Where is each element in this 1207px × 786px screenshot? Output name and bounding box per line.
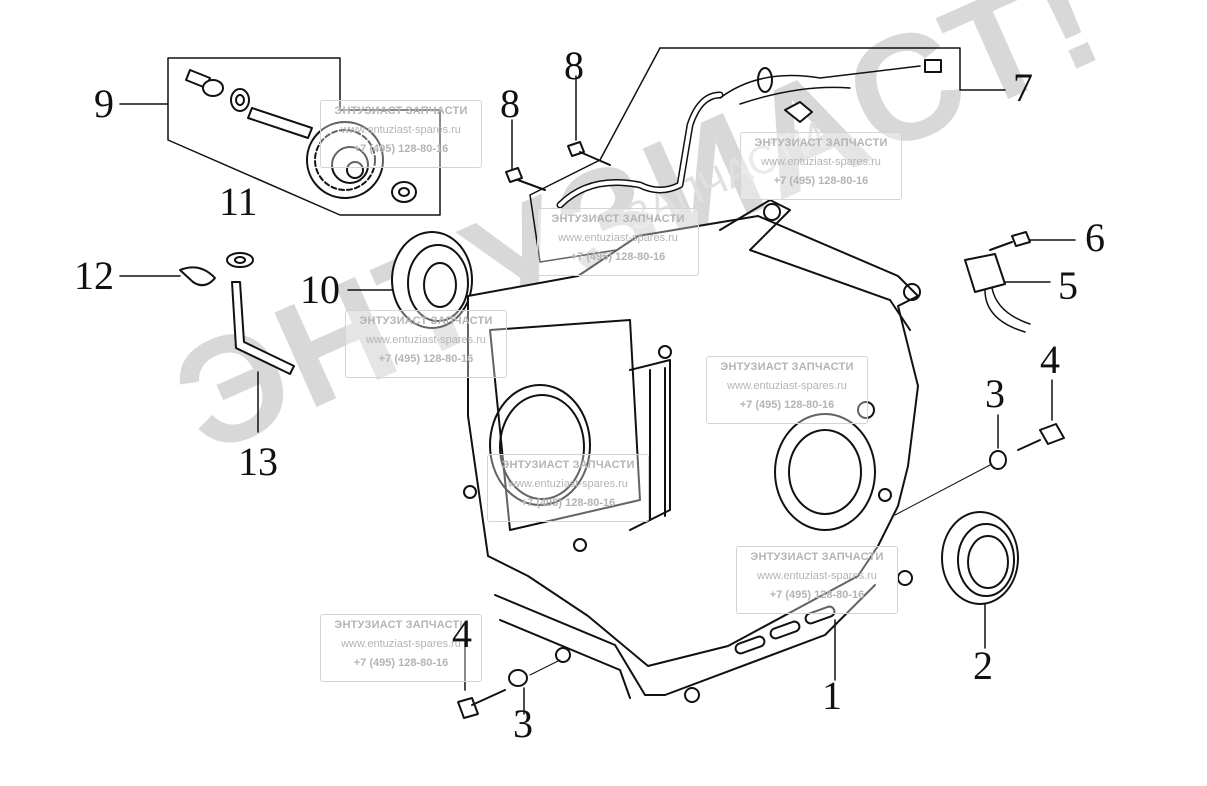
callout-8: 8 — [500, 81, 520, 126]
washer-bolt-left — [457, 639, 561, 719]
clip-12 — [179, 266, 216, 287]
callout-3: 3 — [513, 701, 533, 746]
callout-3: 3 — [985, 371, 1005, 416]
callout-10: 10 — [300, 267, 340, 312]
bolt-8a — [567, 75, 611, 166]
callout-1: 1 — [822, 673, 842, 718]
callout-12: 12 — [74, 253, 114, 298]
governor-arm-13 — [231, 281, 295, 375]
governor-gear-assembly — [119, 57, 441, 216]
crankcase-1 — [463, 199, 921, 703]
callout-8: 8 — [564, 43, 584, 88]
callout-4: 4 — [452, 611, 472, 656]
callout-6: 6 — [1085, 215, 1105, 260]
bearing-10 — [391, 231, 473, 329]
callout-11: 11 — [219, 179, 258, 224]
callout-9: 9 — [94, 81, 114, 126]
bolt-6 — [989, 231, 1076, 251]
sensor-5 — [964, 253, 1051, 333]
callout-7: 7 — [1013, 65, 1033, 110]
bolt-8b — [505, 119, 546, 191]
callout-5: 5 — [1058, 263, 1078, 308]
washer-11 — [226, 252, 254, 268]
oil-seal-2 — [941, 511, 1019, 649]
callout-2: 2 — [973, 643, 993, 688]
callout-13: 13 — [238, 439, 278, 484]
breather-tube-assembly — [529, 47, 1006, 263]
washer-bolt-right — [894, 379, 1065, 516]
callout-4: 4 — [1040, 337, 1060, 382]
